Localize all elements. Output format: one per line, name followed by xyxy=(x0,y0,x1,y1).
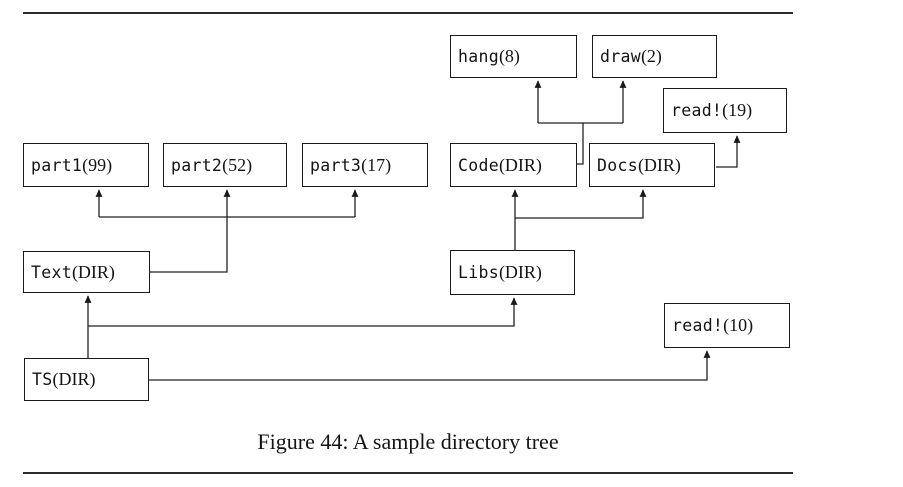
node-ts: TS(DIR) xyxy=(24,358,149,401)
node-code: Code(DIR) xyxy=(450,143,577,187)
node-docs-label: Docs xyxy=(597,155,638,175)
node-docs-count: (DIR) xyxy=(637,154,681,175)
top-rule xyxy=(23,12,793,14)
edge-code-trunk xyxy=(577,123,584,165)
edge-docs-read19 xyxy=(716,135,741,168)
node-libs: Libs(DIR) xyxy=(450,250,575,295)
edge-ts-read10 xyxy=(149,350,711,381)
bottom-rule xyxy=(23,472,793,474)
node-hang: hang(8) xyxy=(450,35,577,78)
node-part1: part1(99) xyxy=(23,143,149,187)
node-part3: part3(17) xyxy=(302,143,428,187)
node-hang-label: hang xyxy=(458,47,499,66)
node-read10-count: (10) xyxy=(723,315,754,335)
edge-ts-libs xyxy=(88,297,518,327)
node-part3-count: (17) xyxy=(361,154,392,175)
node-part1-label: part1 xyxy=(31,155,83,175)
node-docs: Docs(DIR) xyxy=(589,143,715,187)
node-ts-count: (DIR) xyxy=(52,369,96,389)
node-draw-count: (2) xyxy=(640,46,662,66)
node-read10: read!(10) xyxy=(664,303,790,348)
node-text: Text(DIR) xyxy=(23,251,150,293)
node-read19-label: read! xyxy=(671,101,723,120)
node-part2-label: part2 xyxy=(171,155,223,175)
figure-caption: Figure 44: A sample directory tree xyxy=(257,429,559,454)
node-ts-label: TS xyxy=(32,370,53,389)
node-part2-count: (52) xyxy=(222,154,253,175)
node-part2: part2(52) xyxy=(163,143,287,187)
node-draw: draw(2) xyxy=(592,35,717,78)
node-read19-count: (19) xyxy=(722,100,753,120)
node-libs-count: (DIR) xyxy=(498,262,542,282)
node-text-label: Text xyxy=(31,262,72,282)
edge-text-trunk xyxy=(150,217,228,273)
node-draw-label: draw xyxy=(600,47,641,66)
node-libs-label: Libs xyxy=(458,263,499,282)
node-part3-label: part3 xyxy=(310,155,362,175)
node-read19: read!(19) xyxy=(663,88,787,133)
node-hang-count: (8) xyxy=(498,46,520,66)
node-part1-count: (99) xyxy=(82,154,113,175)
node-text-count: (DIR) xyxy=(71,261,115,282)
node-read10-label: read! xyxy=(672,316,724,335)
node-code-count: (DIR) xyxy=(498,154,542,175)
edge-libs-docs xyxy=(515,189,647,219)
node-code-label: Code xyxy=(458,155,499,175)
